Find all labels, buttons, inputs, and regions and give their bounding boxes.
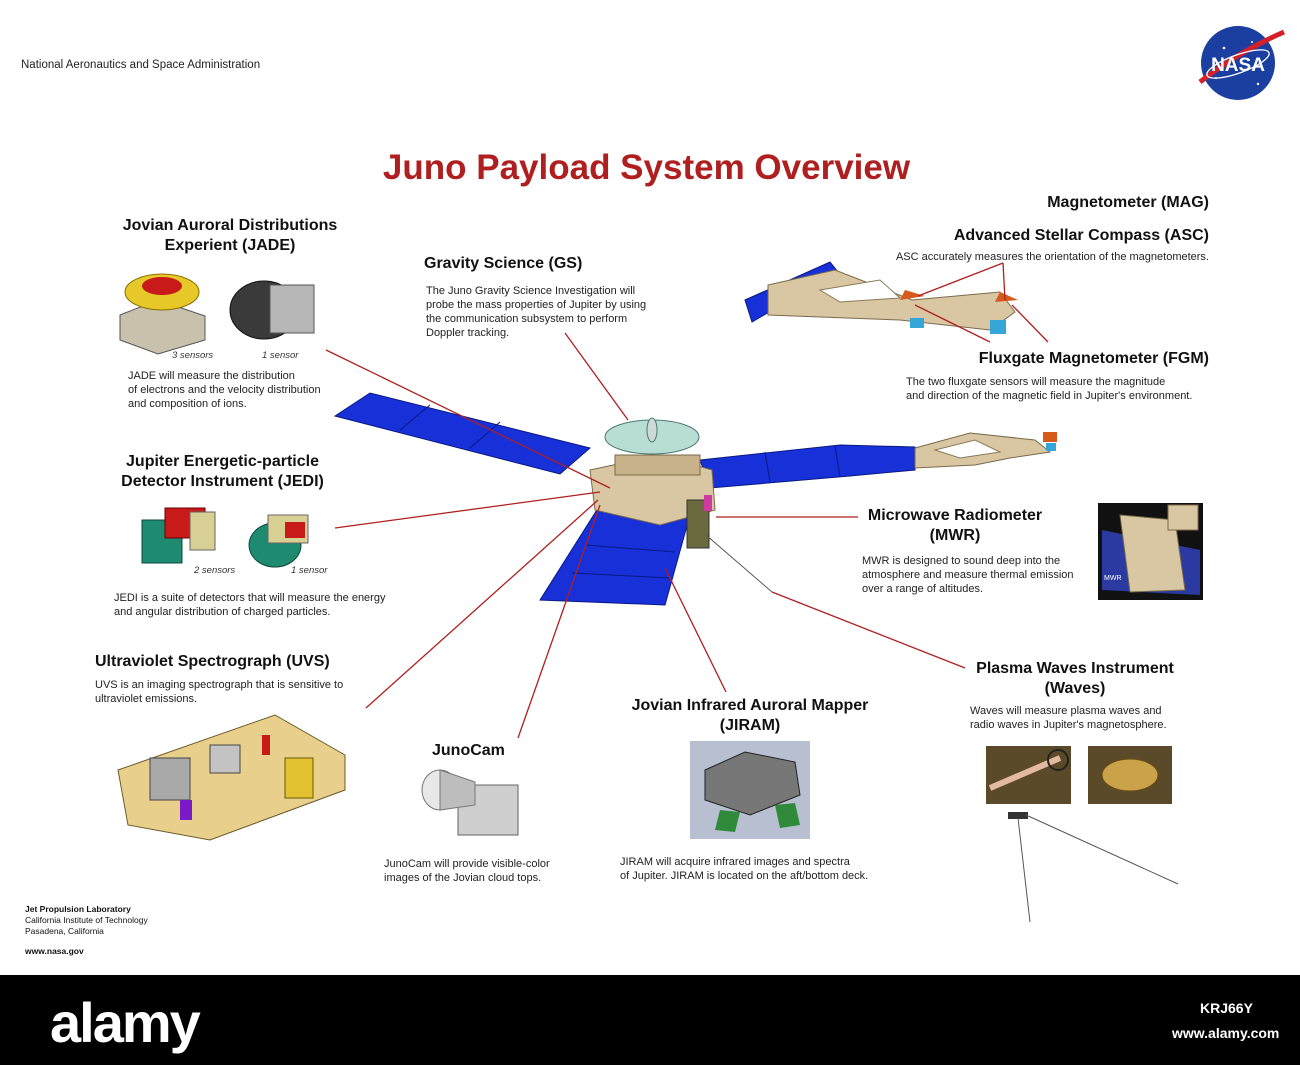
waves-title: Plasma Waves Instrument (Waves) bbox=[955, 659, 1195, 699]
watermark-brand: alamy bbox=[50, 991, 201, 1054]
junocam-desc-line: JunoCam will provide visible-color bbox=[384, 858, 550, 870]
jedi-title-line: Detector Instrument (JEDI) bbox=[121, 473, 324, 490]
jedi-sensor-images bbox=[141, 507, 309, 568]
junocam-desc-line: images of the Jovian cloud tops. bbox=[384, 872, 542, 884]
jpl-lab-name: Jet Propulsion Laboratory bbox=[25, 904, 131, 914]
jade-title-line: Experient (JADE) bbox=[164, 237, 296, 254]
waves-description: Waves will measure plasma waves and radi… bbox=[970, 704, 1167, 732]
mwr-inset-label: MWR bbox=[1104, 575, 1122, 582]
gs-desc-line: The Juno Gravity Science Investigation w… bbox=[426, 285, 636, 297]
jedi-caption-a: 2 sensors bbox=[194, 565, 236, 576]
waves-desc-line: radio waves in Jupiter's magnetosphere. bbox=[970, 719, 1167, 731]
jedi-desc-line: and angular distribution of charged part… bbox=[114, 606, 331, 618]
waves-title-line: Plasma Waves Instrument bbox=[976, 660, 1174, 677]
jiram-title: Jovian Infrared Auroral Mapper (JIRAM) bbox=[610, 696, 890, 736]
jiram-desc-line: JIRAM will acquire infrared images and s… bbox=[620, 856, 850, 868]
jpl-credits: Jet Propulsion Laboratory California Ins… bbox=[25, 904, 148, 937]
jiram-title-line: Jovian Infrared Auroral Mapper bbox=[631, 697, 869, 714]
nasa-logo: NASA bbox=[1198, 26, 1285, 100]
asc-title: Advanced Stellar Compass (ASC) bbox=[953, 227, 1209, 244]
fgm-desc-line: and direction of the magnetic field in J… bbox=[906, 390, 1193, 402]
agency-name: National Aeronautics and Space Administr… bbox=[21, 59, 261, 71]
asc-description: ASC accurately measures the orientation … bbox=[895, 251, 1209, 263]
fgm-description: The two fluxgate sensors will measure th… bbox=[906, 375, 1192, 403]
junocam-description: JunoCam will provide visible-color image… bbox=[384, 857, 550, 885]
uvs-desc-line: UVS is an imaging spectrograph that is s… bbox=[95, 679, 344, 691]
mwr-desc-line: atmosphere and measure thermal emission bbox=[862, 569, 1074, 581]
waves-desc-line: Waves will measure plasma waves and bbox=[970, 705, 1162, 717]
page-title: Juno Payload System Overview bbox=[382, 148, 911, 187]
mwr-title-line: (MWR) bbox=[929, 527, 981, 544]
watermark-footer bbox=[0, 975, 1300, 1065]
jedi-description: JEDI is a suite of detectors that will m… bbox=[114, 591, 385, 619]
uvs-title: Ultraviolet Spectrograph (UVS) bbox=[95, 653, 330, 670]
jedi-desc-line: JEDI is a suite of detectors that will m… bbox=[114, 592, 386, 604]
jiram-description: JIRAM will acquire infrared images and s… bbox=[620, 855, 868, 883]
gs-desc-line: Doppler tracking. bbox=[426, 327, 510, 339]
nasa-website: www.nasa.gov bbox=[25, 946, 84, 956]
jiram-desc-line: of Jupiter. JIRAM is located on the aft/… bbox=[620, 870, 869, 882]
jade-sensor-images bbox=[119, 273, 315, 355]
jpl-city: Pasadena, California bbox=[25, 926, 104, 936]
mwr-desc-line: over a range of altitudes. bbox=[862, 583, 984, 595]
jpl-institute: California Institute of Technology bbox=[25, 915, 148, 925]
mwr-description: MWR is designed to sound deep into the a… bbox=[862, 554, 1074, 596]
mwr-desc-line: MWR is designed to sound deep into the bbox=[862, 555, 1061, 567]
juno-spacecraft-art bbox=[333, 392, 1057, 606]
jade-caption-b: 1 sensor bbox=[262, 350, 299, 361]
mwr-inset-image: MWR bbox=[1098, 503, 1203, 600]
jade-caption-a: 3 sensors bbox=[172, 350, 214, 361]
junocam-title: JunoCam bbox=[432, 742, 505, 759]
jade-title-line: Jovian Auroral Distributions bbox=[122, 217, 338, 234]
junocam-image bbox=[421, 769, 519, 836]
magnetometer-boom-art bbox=[744, 261, 1018, 334]
jade-description: JADE will measure the distribution of el… bbox=[128, 369, 321, 411]
jade-desc-line: of electrons and the velocity distributi… bbox=[128, 384, 321, 396]
gs-desc-line: probe the mass properties of Jupiter by … bbox=[426, 299, 647, 311]
jedi-title: Jupiter Energetic-particle Detector Inst… bbox=[95, 452, 350, 492]
waves-title-line: (Waves) bbox=[1044, 680, 1106, 697]
fgm-title: Fluxgate Magnetometer (FGM) bbox=[978, 350, 1209, 367]
jade-title: Jovian Auroral Distributions Experient (… bbox=[100, 216, 360, 256]
mag-title: Magnetometer (MAG) bbox=[1047, 194, 1209, 211]
jade-desc-line: JADE will measure the distribution bbox=[128, 370, 295, 382]
nasa-logo-text: NASA bbox=[1211, 55, 1265, 76]
jedi-title-line: Jupiter Energetic-particle bbox=[126, 453, 319, 470]
gs-description: The Juno Gravity Science Investigation w… bbox=[426, 284, 646, 340]
jiram-title-line: (JIRAM) bbox=[719, 717, 781, 734]
jedi-caption-b: 1 sensor bbox=[291, 565, 328, 576]
uvs-desc-line: ultraviolet emissions. bbox=[95, 693, 198, 705]
jiram-instrument-image bbox=[690, 741, 810, 839]
mwr-title: Microwave Radiometer (MWR) bbox=[850, 506, 1060, 546]
payload-diagram-art: NASA bbox=[117, 26, 1285, 923]
waves-instrument-images bbox=[986, 746, 1179, 923]
gs-desc-line: the communication subsystem to perform bbox=[426, 313, 628, 325]
mwr-title-line: Microwave Radiometer bbox=[867, 507, 1043, 524]
gs-title: Gravity Science (GS) bbox=[424, 255, 583, 272]
watermark-image-id: KRJ66Y bbox=[1200, 1000, 1253, 1016]
uvs-instrument-image bbox=[117, 714, 346, 841]
fgm-desc-line: The two fluxgate sensors will measure th… bbox=[906, 376, 1166, 388]
uvs-description: UVS is an imaging spectrograph that is s… bbox=[95, 678, 343, 706]
jade-desc-line: and composition of ions. bbox=[128, 398, 247, 410]
leader-lines bbox=[325, 262, 1049, 739]
watermark-url: www.alamy.com bbox=[1172, 1025, 1280, 1041]
